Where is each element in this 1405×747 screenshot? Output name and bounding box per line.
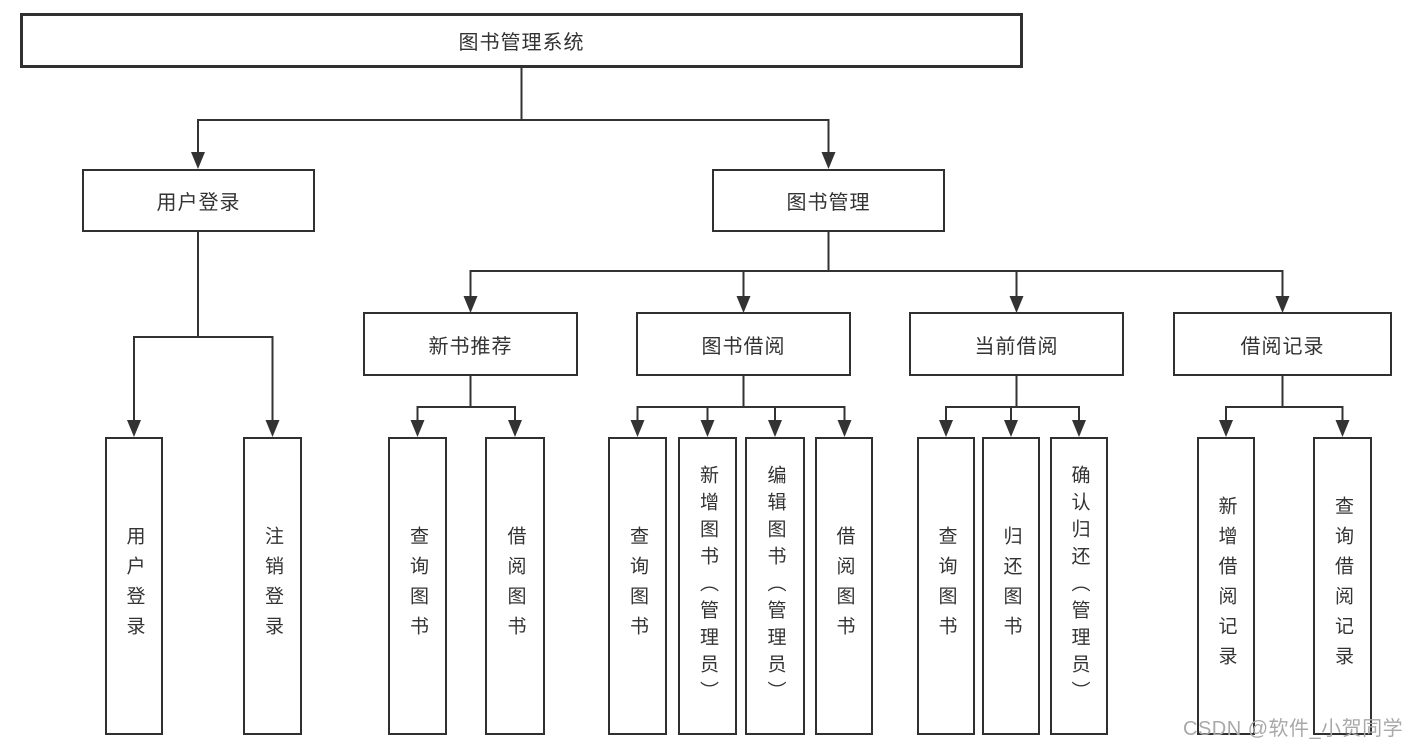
node-new-book-recommendation: 新书推荐 [363,312,578,376]
leaf-label: 查询图书 [627,526,648,646]
leaf-query-books-borrowing: 查询图书 [608,437,667,735]
leaf-label: 查询图书 [935,526,957,646]
leaf-label: 编辑图书（管理员） [764,464,786,708]
leaf-query-borrow-record: 查询借阅记录 [1313,437,1372,735]
leaf-logout: 注销登录 [243,437,302,735]
leaf-user-login: 用户登录 [105,437,163,735]
leaf-query-books-current: 查询图书 [917,437,975,735]
node-book-management: 图书管理 [712,169,945,232]
node-current-borrowing: 当前借阅 [909,312,1124,376]
leaf-edit-book-admin: 编辑图书（管理员） [745,437,805,735]
node-label: 借阅记录 [1240,335,1325,358]
leaf-label: 新增借阅记录 [1215,496,1237,676]
node-label: 图书管理 [786,192,871,214]
leaf-confirm-return-admin: 确认归还（管理员） [1050,437,1108,735]
node-library-management-system: 图书管理系统 [20,13,1023,68]
watermark: CSDN @软件_小贺同学 [1183,718,1404,740]
node-label: 用户登录 [156,192,241,214]
leaf-borrow-books-borrowing: 借阅图书 [815,437,873,735]
leaf-return-book: 归还图书 [982,437,1040,735]
node-borrowing-records: 借阅记录 [1173,312,1392,376]
leaf-label: 借阅图书 [504,526,526,646]
node-book-borrowing: 图书借阅 [636,312,851,376]
leaf-label: 新增图书（管理员） [697,464,718,708]
node-user-login: 用户登录 [82,169,315,232]
leaf-label: 用户登录 [123,526,145,646]
leaf-label: 归还图书 [1000,526,1022,646]
leaf-label: 查询借阅记录 [1332,496,1353,676]
leaf-query-books-recommend: 查询图书 [388,437,447,735]
leaf-add-book-admin: 新增图书（管理员） [678,437,737,735]
leaf-add-borrow-record: 新增借阅记录 [1197,437,1255,735]
leaf-label: 注销登录 [262,526,283,646]
leaf-borrow-books-recommend: 借阅图书 [485,437,545,735]
node-label: 图书管理系统 [458,32,585,54]
node-label: 图书借阅 [701,335,786,358]
leaf-label: 借阅图书 [833,526,855,646]
node-label: 当前借阅 [974,335,1059,358]
node-label: 新书推荐 [428,335,513,358]
leaf-label: 查询图书 [407,526,428,646]
leaf-label: 确认归还（管理员） [1068,464,1090,708]
